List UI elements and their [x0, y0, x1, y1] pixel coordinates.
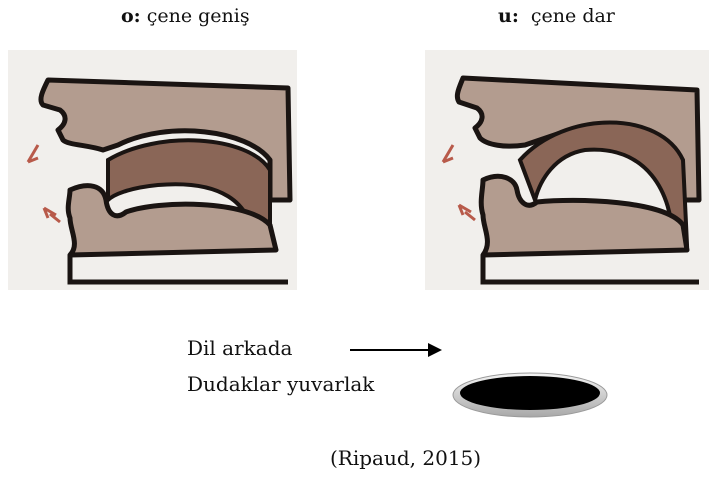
- citation: (Ripaud, 2015): [330, 446, 481, 470]
- right-arrow-icon: [350, 340, 442, 360]
- caption-u-vowel: u: çene dar: [498, 5, 615, 27]
- lower-jaw-shape: [481, 176, 687, 255]
- mouth-profile-open-svg: [8, 50, 297, 290]
- mouth-profile-open-icon: [8, 50, 297, 290]
- caption-u-text: çene dar: [519, 5, 615, 27]
- caption-o-text: çene geniş: [141, 5, 250, 27]
- mouth-profile-narrow-icon: [425, 50, 709, 290]
- lower-motion-mark: [44, 208, 60, 222]
- rounded-lips-ellipse-icon: [450, 368, 610, 420]
- caption-o-symbol: o:: [121, 5, 141, 27]
- lower-motion-mark: [459, 205, 475, 220]
- upper-motion-mark: [28, 145, 38, 162]
- tongue-position-label: Dil arkada: [187, 336, 292, 360]
- caption-o-vowel: o: çene geniş: [121, 5, 250, 27]
- caption-u-symbol: u:: [498, 5, 519, 27]
- neck-line: [70, 255, 288, 282]
- upper-motion-mark: [443, 145, 453, 162]
- mouth-profile-narrow-svg: [425, 50, 709, 290]
- neck-line: [483, 255, 699, 282]
- lip-shape-label: Dudaklar yuvarlak: [187, 372, 374, 396]
